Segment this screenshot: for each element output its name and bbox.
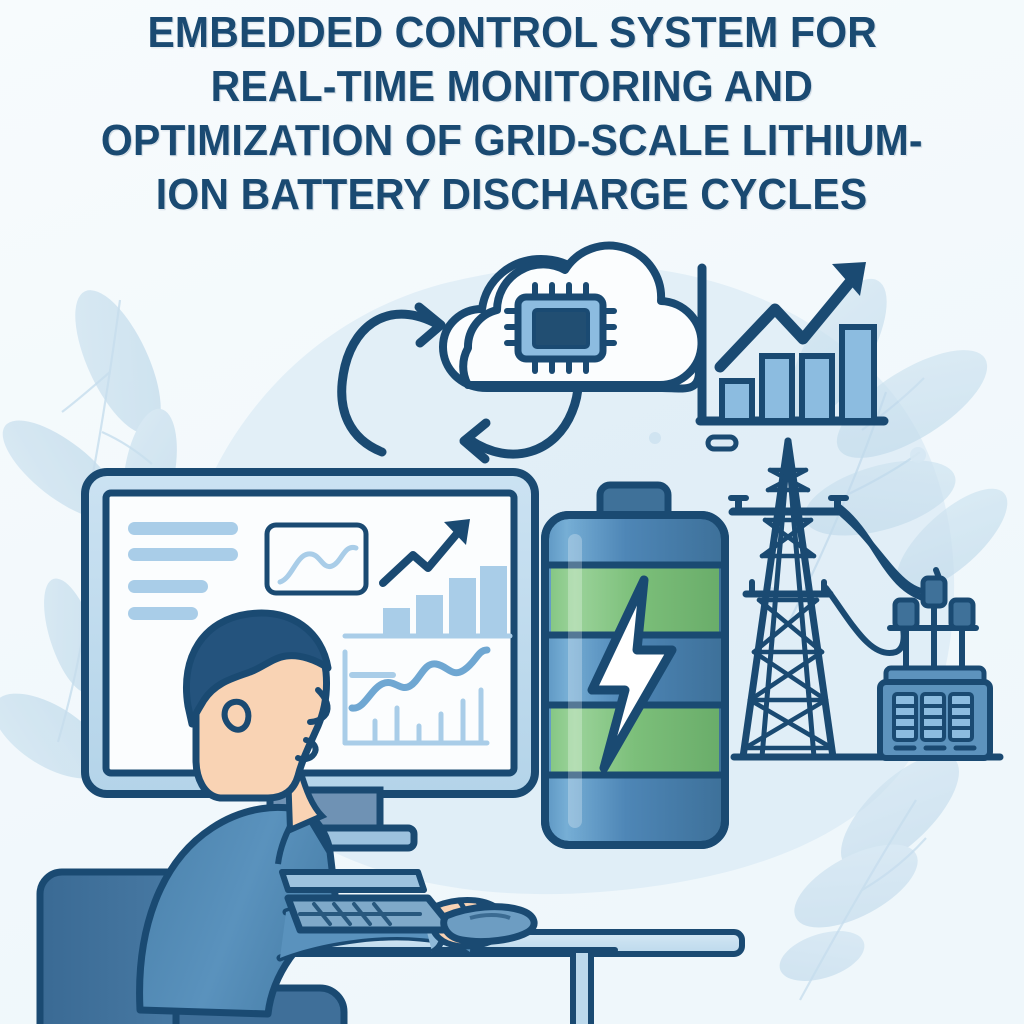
substation-transformer-icon	[877, 575, 993, 761]
screen-combo-chart	[342, 646, 491, 746]
computer-mouse	[440, 903, 538, 946]
screen-text-lines	[128, 522, 238, 620]
growth-bar-chart-icon	[695, 262, 889, 452]
lightning-bolt-icon	[587, 575, 677, 773]
keyboard	[279, 869, 458, 934]
cloud-compute-icon	[439, 241, 706, 393]
screen-content	[128, 519, 513, 746]
screen-bar-chart-with-arrow	[342, 519, 513, 639]
screen-sparkline-card	[264, 522, 369, 596]
decorative-leaves-right	[649, 278, 1008, 1001]
battery-icon	[541, 481, 729, 849]
cpu-chip-icon	[504, 282, 617, 374]
